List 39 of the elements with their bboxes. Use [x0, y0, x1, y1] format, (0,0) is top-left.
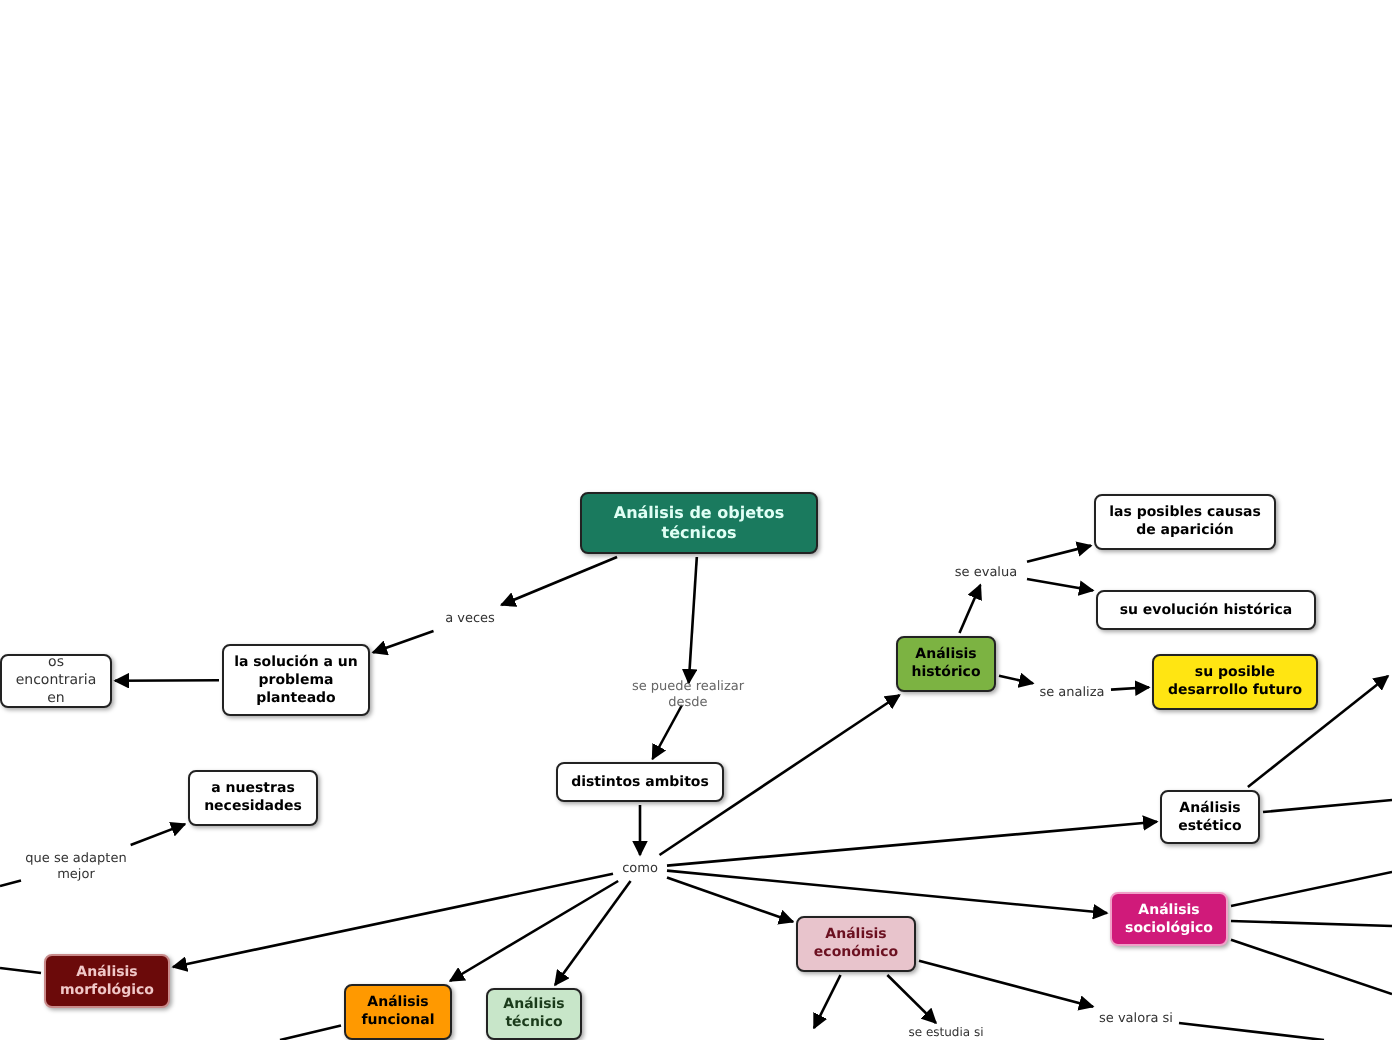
arrow: [371, 629, 434, 656]
arrow: [666, 815, 1159, 867]
arrow: [681, 556, 699, 685]
arrow: [1026, 541, 1093, 563]
concept-box: [344, 984, 452, 1040]
arrow: [499, 555, 618, 607]
concept-box: [1096, 590, 1316, 630]
arrow: [886, 974, 937, 1025]
arrow: [113, 672, 219, 689]
concept-box: [188, 770, 318, 826]
concept-box: [486, 988, 582, 1040]
concept-box: [1110, 892, 1228, 946]
arrow: [448, 879, 619, 983]
arrow: [1026, 577, 1095, 596]
arrow: [632, 805, 648, 857]
arrow: [666, 869, 1109, 920]
concept-box: [222, 644, 370, 716]
arrow: [1110, 680, 1151, 696]
concept-box: [1094, 494, 1276, 550]
arrow: [958, 583, 982, 634]
concept-box: [44, 954, 170, 1008]
concept-box: [580, 492, 818, 554]
concept-box: [896, 636, 996, 692]
arrow: [171, 872, 614, 972]
arrow: [666, 876, 795, 925]
arrow: [130, 821, 187, 847]
concept-box: [796, 916, 916, 972]
concept-box: [0, 654, 112, 708]
concept-box: [556, 762, 724, 802]
concept-box: [1152, 654, 1318, 710]
arrow: [812, 974, 842, 1030]
arrow: [1247, 675, 1390, 788]
arrow: [651, 704, 684, 761]
arrow: [918, 959, 1095, 1011]
concept-label: Análisis de objetos técnicos: [611, 503, 787, 543]
arrow: [998, 672, 1035, 688]
concept-box: [1160, 790, 1260, 844]
arrow: [658, 693, 901, 857]
arrow: [554, 880, 632, 987]
